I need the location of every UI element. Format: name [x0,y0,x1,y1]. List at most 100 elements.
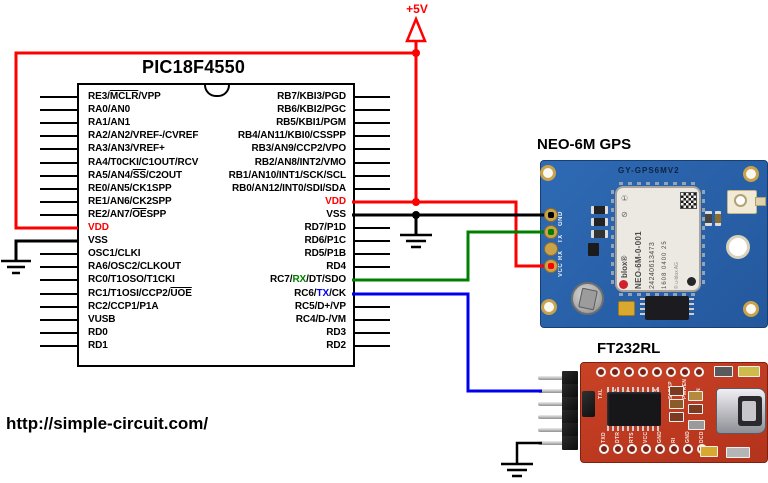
smd-component [669,412,684,422]
ftdi-bottom-pad [627,444,637,454]
smd-component [726,447,750,458]
ftdi-top-pad [666,367,676,377]
wire-ftdi-gnd [515,441,542,464]
pin-label-part: RC5/D+/VP [294,301,346,312]
castellation-strip [611,190,614,288]
pin-label-part: MCLR [109,91,139,102]
ublox-neo6m-shield [615,186,701,292]
pin-label-part: RC4/D-/VM [295,314,346,325]
ftdi-header-plastic [562,410,578,424]
ublox-serial: 24240613473 [649,241,656,289]
smd-component [688,404,703,414]
gps-module-title: NEO-6M GPS [537,136,632,153]
pin-number [354,281,390,293]
pin-label: RA6/OSC2/CLKOUT [88,261,288,273]
ftdi-header-plastic [562,384,578,398]
ftdi-top-pad [652,367,662,377]
gps-pad-rx-hole [548,246,554,252]
capacitor-yellow [618,301,635,316]
mounting-hole [540,165,556,181]
gps-pad-vcc-label: VCC [558,262,564,277]
junction-dot [412,49,420,57]
pin-number [40,189,76,201]
ftdi-header-plastic [562,436,578,450]
pin-label: RB2/AN8/INT2/VMO [146,157,346,169]
pin-number [40,215,76,227]
pin-label-part: RC0/T1OSO/T1CKI [88,274,175,285]
pin-label-part: RE2/AN7/ [88,209,133,220]
pin-label: RD3 [146,327,346,339]
pin-number [40,241,76,253]
pin-label-part: VDD [88,222,109,233]
smd-capacitor [700,446,718,457]
antenna-connector-tab [755,197,766,206]
junction-dot [412,211,420,219]
ftdi-bottom-pad [669,444,679,454]
pin-label-part: RB7/KBI3/PGD [277,91,346,102]
pin-label-part: RD7/P1D [304,222,346,233]
pin-number [40,228,76,240]
ftdi-top-pad [694,367,704,377]
pin-number [354,150,390,162]
pin-label: VDD [146,196,346,208]
pin-label-part: OE [132,209,147,220]
pin-label: RD0 [88,327,288,339]
pin-label-part: VSS [326,209,346,220]
eeprom-pins [689,298,694,318]
pin-number [354,307,390,319]
ftdi-bottom-pad [599,444,609,454]
pin-number [354,228,390,240]
pin-stub [40,279,77,281]
pin-number [354,136,390,148]
circled-slash-glyph: ⊘ [621,210,628,219]
castellation-strip [702,190,705,288]
mounting-hole [743,301,759,317]
pin-label-part: RB0/AN12/INT0/SDI/SDA [231,183,346,194]
pin-number [354,254,390,266]
plus-5v-label: +5V [406,2,428,16]
pin-number [354,267,390,279]
ftdi-top-pad [610,367,620,377]
pin-number [354,294,390,306]
ftdi-header-plastic [562,423,578,437]
pin-label: OSC1/CLKI [88,248,288,260]
pin-label-part: /CK [329,288,346,299]
pin-number [40,202,76,214]
pin-label-part: VDD [325,196,346,207]
mounting-hole [541,299,557,315]
pin-label-part: RD5/P1B [304,248,346,259]
pin-label: VUSB [88,314,288,326]
smd-component [705,211,712,226]
pin-label-part: VSS [88,235,108,246]
website-caption: http://simple-circuit.com/ [6,414,209,433]
mounting-hole-large [726,235,750,259]
ublox-brand: blox® [618,189,632,289]
pin-number [40,254,76,266]
pin-number [354,202,390,214]
pin-label: RC4/D-/VM [146,314,346,326]
pic-chip-title: PIC18F4550 [142,57,246,77]
pin-label: RC5/D+/VP [146,301,346,313]
pin-number [40,84,76,96]
pin-label: RD2 [146,340,346,352]
smd-component [688,391,703,401]
pin-number [40,163,76,175]
mini-usb-tongue [742,401,756,421]
pin-number [354,215,390,227]
pin-label: RC1/T1OSI/CCP2/UOE [88,288,288,300]
ftdi-header-pin [538,389,564,393]
pin-stub [40,345,77,347]
ublox-datecode: 1608 0400 25 [662,240,668,289]
smd-component [688,420,705,430]
datamatrix-code [680,192,697,209]
ftdi-bottom-pad [655,444,665,454]
pin-label: RC2/CCP1/P1A [88,301,288,313]
plus-5v-arrow-icon [405,15,427,43]
pin-number [354,241,390,253]
pin-label-part: RE3/ [88,91,110,102]
pin-stub [40,293,77,295]
ftdi-top-pad [624,367,634,377]
ground-symbol [1,259,31,275]
pin-number [40,123,76,135]
